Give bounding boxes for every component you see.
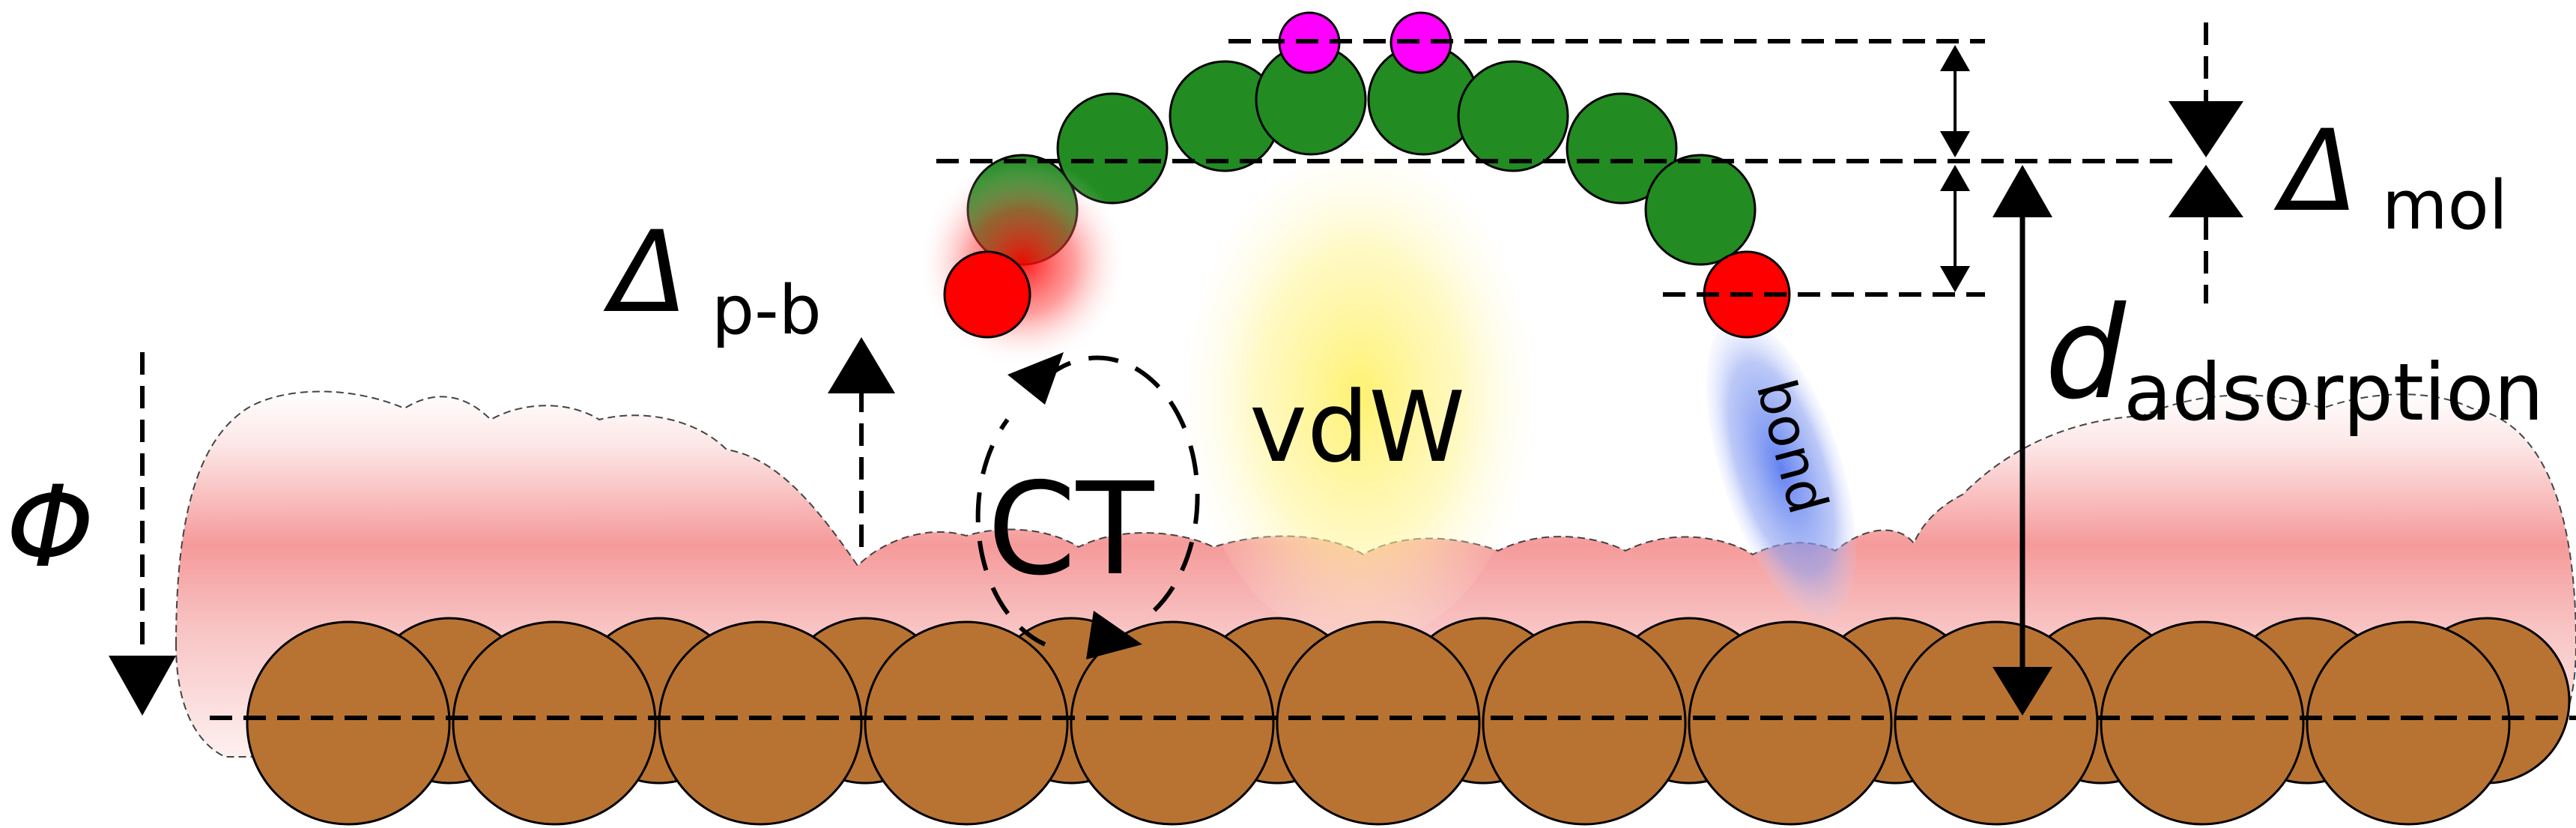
substrate-atom [1894, 620, 2099, 826]
ct-arrowhead-bottom [1086, 611, 1142, 659]
arrow-up-icon [828, 337, 895, 547]
ct-arrowhead-top [1007, 352, 1064, 405]
delta-mol-label: Δ [2273, 106, 2358, 237]
substrate-atom [246, 620, 451, 826]
vdw-label: vdW [1249, 370, 1465, 484]
pinch-arrows-icon [2169, 22, 2243, 303]
substrate-atom [658, 620, 863, 826]
phi-label: Φ [6, 462, 94, 593]
substrate-atom [864, 620, 1069, 826]
delta-pb-label: Δ [603, 208, 688, 338]
carbon-atom [1457, 60, 1569, 172]
d-adsorption-subscript: adsorption [2124, 347, 2544, 438]
adsorption-distance-arrow [1992, 165, 2052, 716]
double-arrow-icon [1940, 45, 1970, 292]
oxygen-glow [918, 157, 1127, 367]
substrate-atom [1070, 620, 1275, 826]
molecule-atoms [966, 43, 1757, 266]
vdw-glow [1187, 150, 1532, 644]
arrow-down-icon [109, 352, 176, 716]
substrate-atoms [246, 617, 2571, 826]
substrate-atom [452, 620, 657, 826]
reference-lines [210, 39, 2576, 720]
substrate-atom [1688, 620, 1893, 826]
bond-glow [1706, 317, 1857, 620]
substrate-atom [2306, 620, 2511, 826]
carbon-atom [1566, 92, 1678, 205]
ct-label: CT [987, 456, 1155, 604]
d-adsorption-label: d [2045, 279, 2127, 428]
carbon-atom [1056, 92, 1169, 205]
carbon-atom [1644, 154, 1757, 266]
delta-mol-subscript: mol [2382, 166, 2508, 245]
substrate-atom [2100, 620, 2305, 826]
substrate-atom [1482, 620, 1687, 826]
delta-pb-subscript: p-b [712, 271, 822, 350]
substrate-atom [1276, 620, 1481, 826]
charge-transfer-cycle [975, 355, 1200, 647]
oxygen-atom-left [943, 250, 1031, 339]
